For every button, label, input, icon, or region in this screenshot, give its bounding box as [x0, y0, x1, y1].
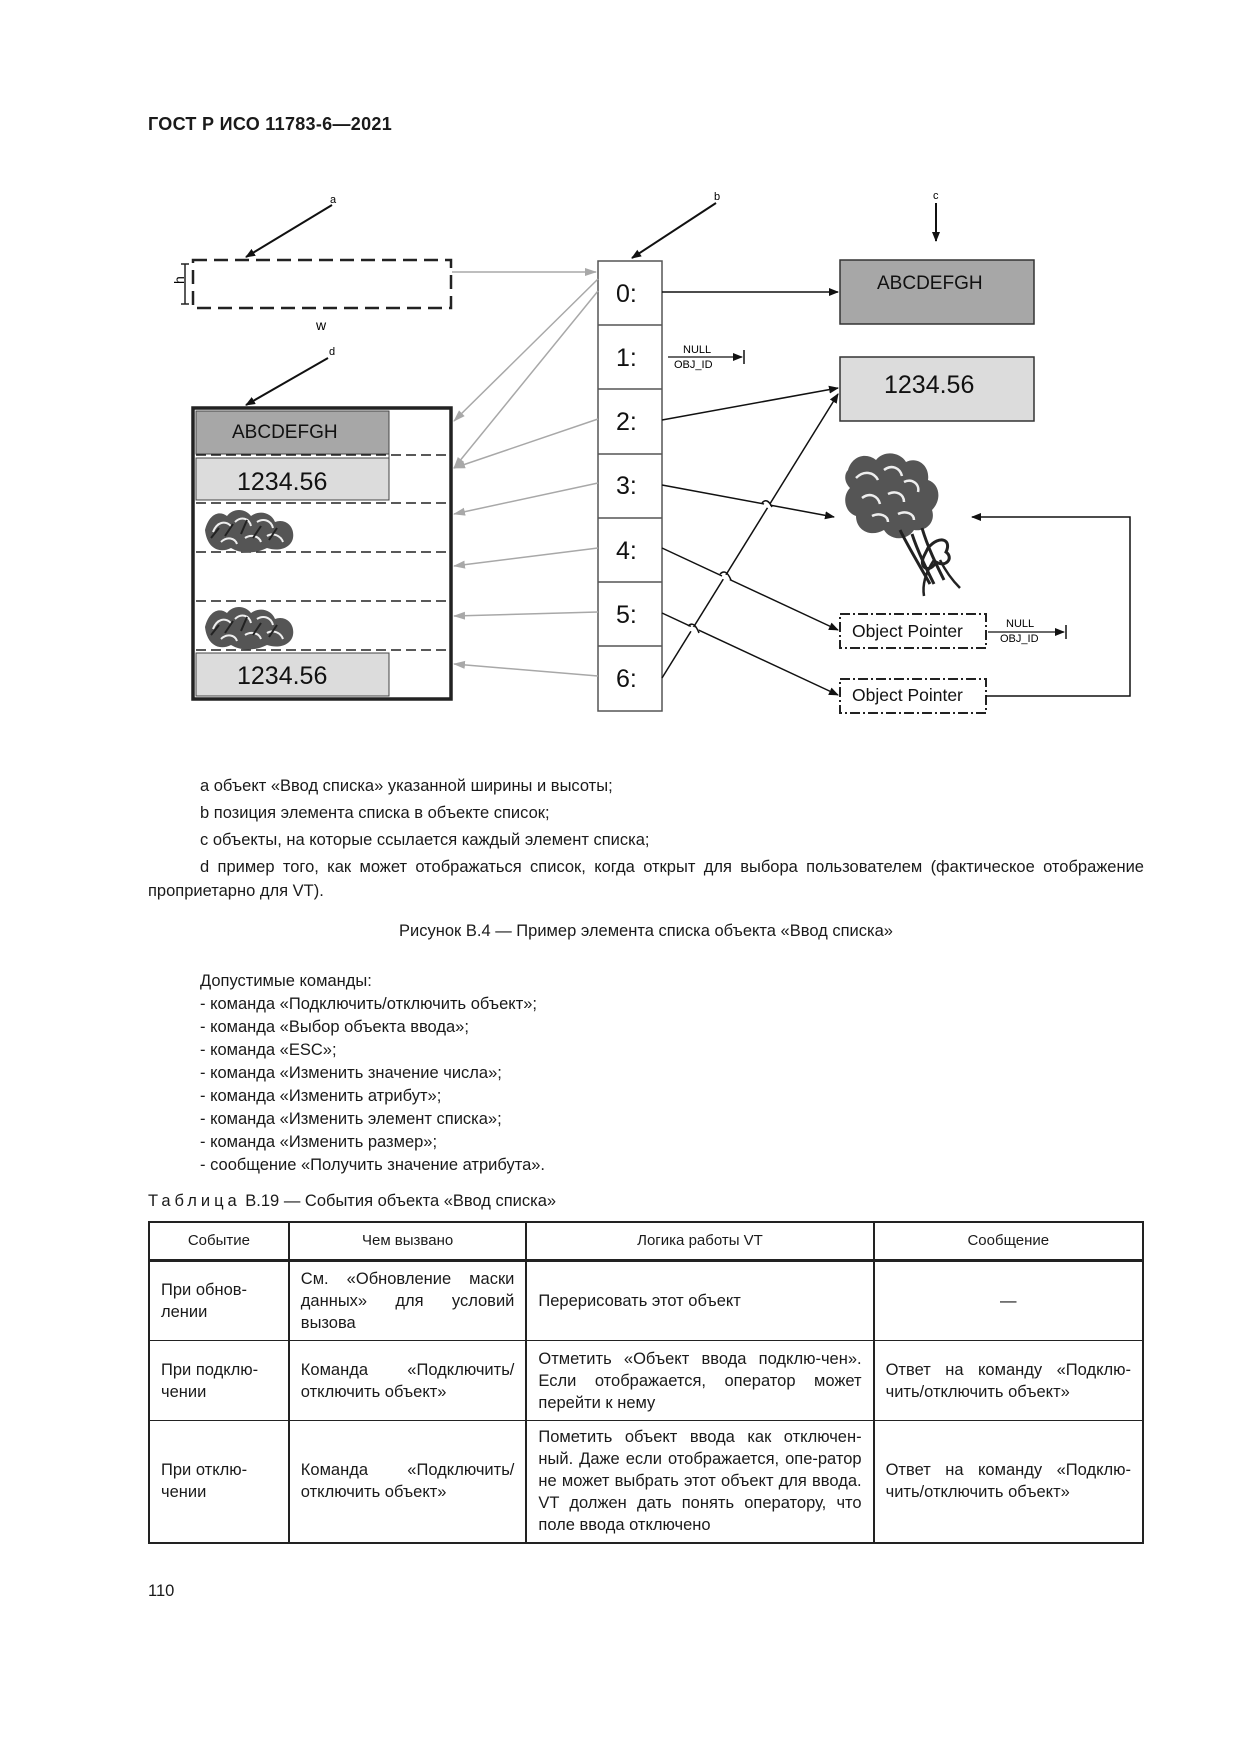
index-4: 4:: [616, 537, 637, 565]
table-caption-text: В.19 — События объекта «Ввод списка»: [240, 1192, 557, 1210]
commands-title: Допустимые команды:: [200, 972, 372, 990]
object-pointer-1-label: Object Pointer: [852, 621, 963, 641]
svg-text:NULL: NULL: [1006, 618, 1034, 630]
index-6: 6:: [616, 665, 637, 693]
figure-legend: a объект «Ввод списка» указанной ширины …: [148, 774, 1144, 903]
command-item: - команда «Изменить элемент списка»;: [200, 1110, 502, 1128]
table-row: При отклю-чении Команда «Подключить/откл…: [148, 1420, 1145, 1544]
table-cell: При подклю-чении: [148, 1340, 290, 1421]
page-number: 110: [148, 1582, 175, 1600]
callout-b-label: b: [714, 191, 720, 203]
open-list-display: ABCDEFGH 1234.56 1234.56: [191, 406, 453, 701]
table-cell: —: [872, 1260, 1145, 1341]
table-caption: Таблица В.19 — События объекта «Ввод спи…: [148, 1192, 556, 1211]
callout-d-label: d: [329, 346, 335, 358]
command-item: - команда «ESC»;: [200, 1041, 337, 1059]
legend-item-d: d пример того, как может отображаться сп…: [148, 858, 1144, 900]
command-item: - команда «Подключить/отключить объект»;: [200, 995, 538, 1013]
table-caption-word: Таблица: [148, 1192, 241, 1210]
svg-text:OBJ_ID: OBJ_ID: [1000, 633, 1039, 645]
callout-c-label: c: [933, 190, 939, 202]
command-item: - команда «Изменить атрибут»;: [200, 1087, 442, 1105]
table-cell: Ответ на команду «Подклю-чить/отключить …: [872, 1340, 1145, 1421]
table-cell: При отклю-чении: [148, 1420, 290, 1544]
index-3: 3:: [616, 472, 637, 500]
allowed-commands: Допустимые команды: - команда «Подключит…: [200, 970, 545, 1177]
table-row: При подклю-чении Команда «Подключить/отк…: [148, 1340, 1145, 1421]
table-cell: См. «Обновление маски данных» для услови…: [287, 1260, 528, 1341]
document-header: ГОСТ Р ИСО 11783-6—2021: [148, 114, 393, 134]
header-cause: Чем вызвано: [287, 1221, 528, 1262]
command-item: - команда «Изменить значение числа»;: [200, 1064, 502, 1082]
figure-caption: Рисунок В.4 — Пример элемента списка объ…: [399, 922, 893, 940]
list-input-object: [191, 258, 453, 310]
index-0: 0:: [616, 280, 637, 308]
callout-a-arrow: [245, 204, 333, 258]
null-objid-marker-1: NULL OBJ_ID: [668, 344, 745, 371]
table-cell: При обнов-лении: [148, 1260, 290, 1341]
table-cell: Перерисовать этот объект: [525, 1260, 875, 1341]
callout-b-arrow: [631, 202, 717, 259]
legend-item-a: a объект «Ввод списка» указанной ширины …: [200, 777, 613, 795]
table-cell: Команда «Подключить/отключить объект»: [287, 1340, 528, 1421]
header-logic: Логика работы VT: [525, 1221, 875, 1262]
table-cell: Отметить «Объект ввода подклю-чен». Если…: [525, 1340, 875, 1421]
list-row-number: 1234.56: [237, 468, 327, 496]
header-message: Сообщение: [872, 1221, 1145, 1262]
object-pointer-1: [839, 613, 987, 649]
table-cell: Команда «Подключить/отключить объект»: [287, 1420, 528, 1544]
string-object: [839, 259, 1035, 325]
command-item: - команда «Выбор объекта ввода»;: [200, 1018, 469, 1036]
svg-text:NULL: NULL: [683, 344, 711, 356]
command-item: - команда «Изменить размер»;: [200, 1133, 438, 1151]
table-cell: Пометить объект ввода как отключен-ный. …: [525, 1420, 875, 1544]
flower-bouquet-icon: [845, 453, 961, 597]
string-object-label: ABCDEFGH: [877, 273, 983, 294]
callout-a-label: a: [330, 194, 337, 206]
number-object-label: 1234.56: [884, 371, 974, 399]
number-object: [839, 356, 1035, 422]
table-cell: Ответ на команду «Подклю-чить/отключить …: [872, 1420, 1145, 1544]
table-header-row: Событие Чем вызвано Логика работы VT Соо…: [148, 1221, 1145, 1262]
command-item: - сообщение «Получить значение атрибута»…: [200, 1156, 546, 1174]
callout-d-arrow: [245, 357, 329, 406]
object-pointer-2-label: Object Pointer: [852, 685, 963, 705]
list-element-figure: a h w d ABCDEFGH 1234.56 1234.56 b: [171, 190, 1131, 714]
width-label: w: [315, 317, 327, 333]
index-2: 2:: [616, 408, 637, 436]
gray-mapping-arrows: [452, 268, 599, 677]
events-table: Событие Чем вызвано Логика работы VT Соо…: [148, 1221, 1145, 1544]
list-row-string: ABCDEFGH: [232, 422, 338, 443]
legend-item-b: b позиция элемента списка в объекте спис…: [200, 804, 550, 822]
svg-text:OBJ_ID: OBJ_ID: [674, 359, 713, 371]
legend-item-c: c объекты, на которые ссылается каждый э…: [200, 831, 650, 849]
index-5: 5:: [616, 601, 637, 629]
index-1: 1:: [616, 344, 637, 372]
header-event: Событие: [148, 1221, 290, 1262]
null-objid-marker-2: NULL OBJ_ID: [988, 618, 1067, 645]
index-column: 0: 1: 2: 3: 4: 5: 6:: [597, 260, 663, 712]
list-row-number-2: 1234.56: [237, 662, 327, 690]
height-label: h: [171, 276, 187, 284]
table-row: При обнов-лении См. «Обновление маски да…: [148, 1260, 1145, 1341]
